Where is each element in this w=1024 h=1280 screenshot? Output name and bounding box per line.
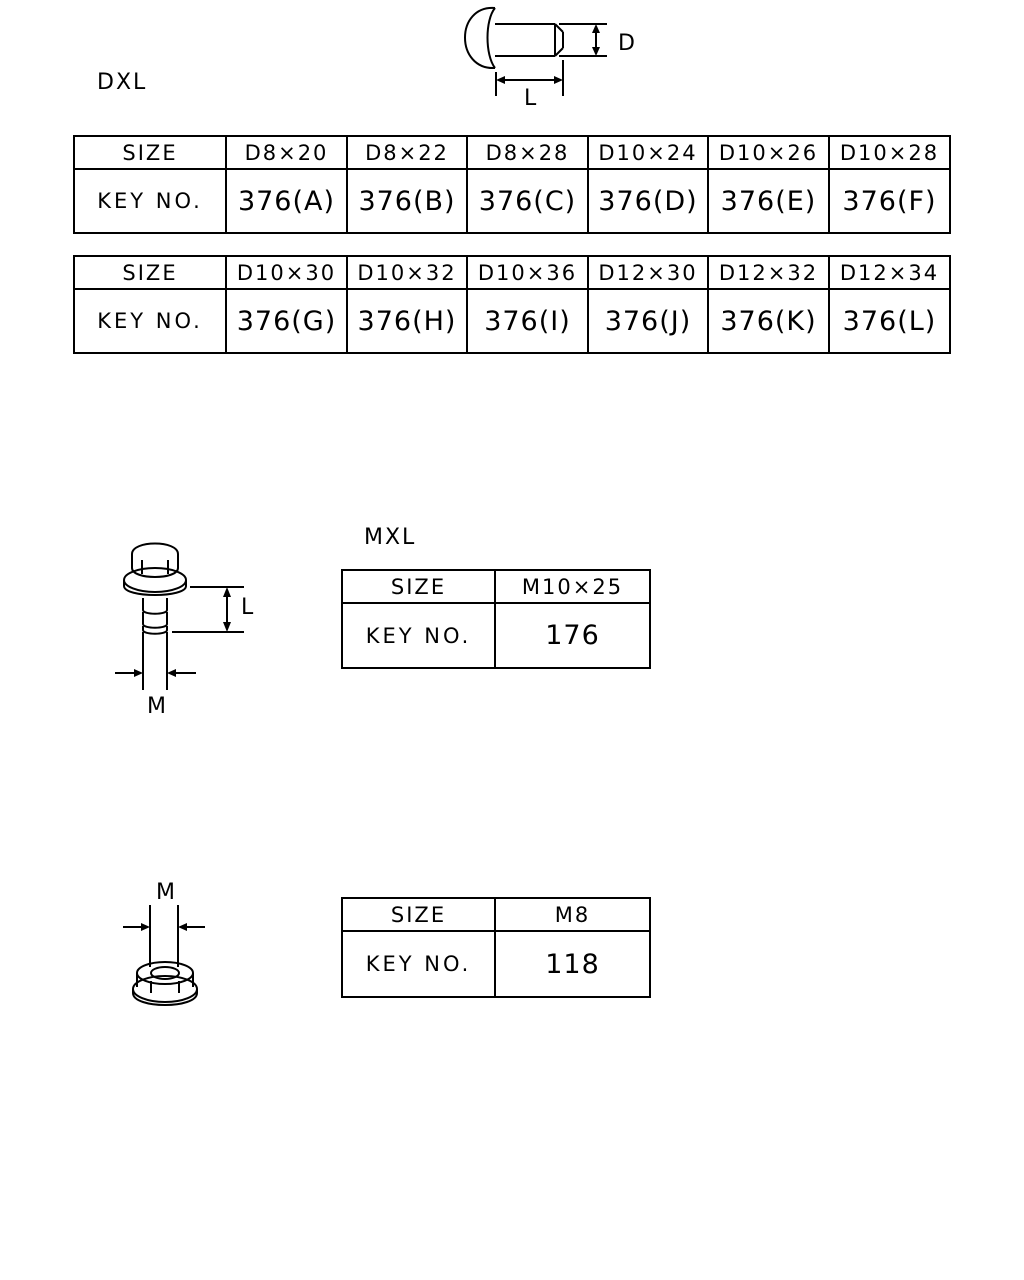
size-cell: D8×22 <box>346 135 468 170</box>
flange-bolt-diagram <box>115 542 244 690</box>
key-no-label: KEY NO. <box>341 602 496 669</box>
size-cell: D12×32 <box>707 255 830 290</box>
size-header: SIZE <box>73 255 227 290</box>
size-cell: D10×26 <box>707 135 830 170</box>
key-no-cell: 376(E) <box>707 168 830 234</box>
dim-label-m: M <box>147 694 168 719</box>
key-no-cell: 376(D) <box>587 168 709 234</box>
key-no-cell: 376(K) <box>707 288 830 354</box>
size-cell: D12×30 <box>587 255 709 290</box>
key-no-cell: 376(G) <box>225 288 348 354</box>
dim-label-l: L <box>524 86 539 111</box>
size-cell: D8×28 <box>466 135 589 170</box>
size-header: SIZE <box>73 135 227 170</box>
size-cell: D10×28 <box>828 135 951 170</box>
size-header: SIZE <box>341 897 496 932</box>
dim-label-d: D <box>618 31 637 56</box>
dxl-size-table-2: SIZE D10×30 D10×32 D10×36 D12×30 D12×32 … <box>73 255 951 354</box>
key-no-label: KEY NO. <box>341 930 496 998</box>
key-no-cell: 376(F) <box>828 168 951 234</box>
size-cell: D10×36 <box>466 255 589 290</box>
size-cell: M8 <box>494 897 651 932</box>
nut-size-table: SIZE M8 KEY NO. 118 <box>341 897 651 998</box>
size-cell: D10×32 <box>346 255 468 290</box>
key-no-cell: 376(H) <box>346 288 468 354</box>
size-cell: D10×24 <box>587 135 709 170</box>
mxl-size-table: SIZE M10×25 KEY NO. 176 <box>341 569 651 669</box>
key-no-cell: 376(J) <box>587 288 709 354</box>
size-cell: M10×25 <box>494 569 651 604</box>
key-no-cell: 376(L) <box>828 288 951 354</box>
key-no-label: KEY NO. <box>73 288 227 354</box>
dxl-size-table-1: SIZE D8×20 D8×22 D8×28 D10×24 D10×26 D10… <box>73 135 951 234</box>
dim-label-l: L <box>241 595 256 620</box>
size-cell: D10×30 <box>225 255 348 290</box>
size-cell: D12×34 <box>828 255 951 290</box>
flange-nut-diagram <box>123 905 205 1006</box>
key-no-cell: 118 <box>494 930 651 998</box>
key-no-cell: 376(I) <box>466 288 589 354</box>
key-no-cell: 376(A) <box>225 168 348 234</box>
section-label-mxl: MXL <box>364 525 417 550</box>
size-cell: D8×20 <box>225 135 348 170</box>
dim-label-m: M <box>156 880 177 905</box>
section-label-dxl: DXL <box>97 70 148 95</box>
key-no-cell: 376(C) <box>466 168 589 234</box>
key-no-cell: 376(B) <box>346 168 468 234</box>
size-header: SIZE <box>341 569 496 604</box>
pin-diagram <box>464 6 607 96</box>
key-no-label: KEY NO. <box>73 168 227 234</box>
key-no-cell: 176 <box>494 602 651 669</box>
